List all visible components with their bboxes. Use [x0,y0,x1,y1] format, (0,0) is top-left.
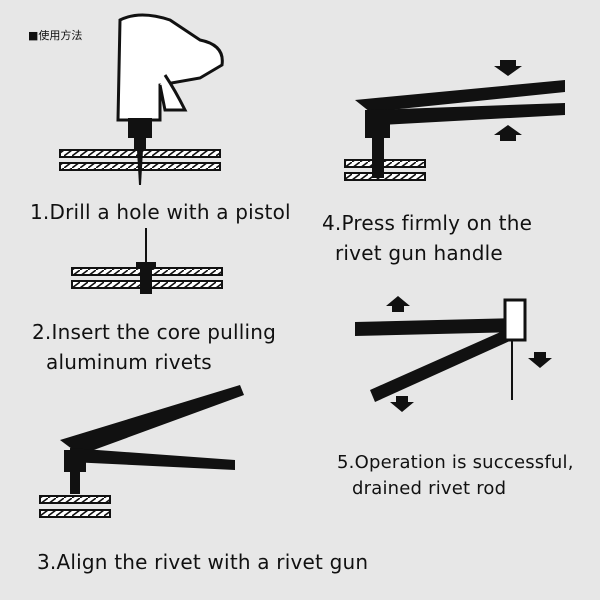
step-2-text-line2: aluminum rivets [46,350,212,374]
step-2-text-line1: 2.Insert the core pulling [32,320,277,344]
rivet-insert-illustration [71,228,223,294]
step-4-text-line1: 4.Press firmly on the [322,211,533,235]
rivet-gun-release-illustration [355,296,552,412]
usage-header: ■使用方法 [28,29,83,42]
rivet-gun-press-illustration [344,60,565,181]
step-3-text: 3.Align the rivet with a rivet gun [37,550,369,574]
drill-illustration [59,13,224,185]
step-5-text-line2: drained rivet rod [352,478,507,499]
step-4-text-line2: rivet gun handle [335,241,503,265]
rivet-gun-align-illustration [39,385,244,518]
step-1-text: 1.Drill a hole with a pistol [30,200,291,224]
step-5-text-line1: 5.Operation is successful, [337,452,574,473]
